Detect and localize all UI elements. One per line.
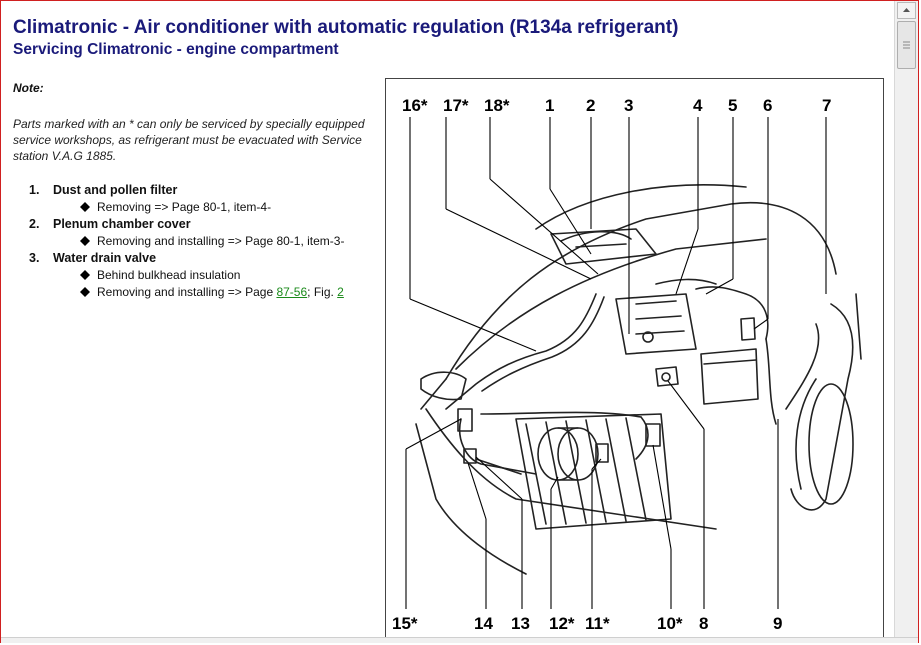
item-name: Plenum chamber cover — [53, 217, 191, 231]
diamond-bullet-icon — [80, 202, 90, 212]
diamond-bullet-icon — [80, 270, 90, 280]
engine-compartment-figure: 16* 17* 18* 1 2 3 4 5 6 7 15* 14 13 12* … — [385, 78, 884, 637]
diamond-bullet-icon — [80, 287, 90, 297]
callout-label: 3 — [624, 96, 634, 115]
callout-label: 5 — [728, 96, 738, 115]
callout-label: 4 — [693, 96, 703, 115]
list-item: 1. Dust and pollen filter — [29, 182, 379, 199]
sub-item-text: Removing => Page 80-1, item-4- — [97, 200, 272, 214]
parts-list: 1. Dust and pollen filter Removing => Pag… — [29, 182, 379, 301]
sub-item: Removing and installing => Page 80-1, it… — [29, 233, 379, 250]
callout-label: 17* — [443, 96, 469, 115]
arrow-up-icon — [903, 8, 910, 12]
figure-link[interactable]: 2 — [337, 285, 344, 299]
callout-label: 2 — [586, 96, 596, 115]
callout-label: 7 — [822, 96, 832, 115]
callout-label: 11* — [585, 614, 610, 633]
item-name: Water drain valve — [53, 251, 157, 265]
callout-label: 15* — [392, 614, 418, 633]
list-item: 3. Water drain valve — [29, 250, 379, 267]
item-number: 1. — [29, 183, 40, 197]
sub-item-text: Removing and installing => Page 80-1, it… — [97, 234, 345, 248]
page-subtitle: Servicing Climatronic - engine compartme… — [13, 41, 339, 58]
sub-item-text: Removing and installing => Page — [97, 285, 277, 299]
vertical-scrollbar[interactable] — [894, 1, 918, 637]
item-name: Dust and pollen filter — [53, 183, 178, 197]
sub-item: Behind bulkhead insulation — [29, 267, 379, 284]
grip-icon — [903, 41, 910, 49]
sub-item-text-mid: ; Fig. — [307, 285, 338, 299]
note-label: Note: — [13, 81, 44, 95]
page-link[interactable]: 87-56 — [276, 285, 308, 299]
sub-item: Removing and installing => Page 87-56; F… — [29, 284, 379, 301]
callout-label: 6 — [763, 96, 773, 115]
callout-label: 13 — [511, 614, 530, 633]
diamond-bullet-icon — [80, 236, 90, 246]
note-text: Parts marked with an * can only be servi… — [13, 117, 365, 163]
item-number: 3. — [29, 251, 40, 265]
engine-compartment-drawing — [405, 117, 862, 609]
document-content: Climatronic - Air conditioner with autom… — [1, 1, 894, 637]
scroll-up-button[interactable] — [897, 2, 916, 19]
sub-item: Removing => Page 80-1, item-4- — [29, 199, 379, 216]
callout-label: 8 — [699, 614, 709, 633]
callout-label: 18* — [484, 96, 510, 115]
horizontal-scrollbar[interactable] — [1, 637, 918, 643]
callout-label: 9 — [773, 614, 783, 633]
list-item: 2. Plenum chamber cover — [29, 216, 379, 233]
callout-label: 1 — [545, 96, 555, 115]
page-title: Climatronic - Air conditioner with autom… — [13, 17, 679, 38]
callout-label: 16* — [402, 96, 428, 115]
sub-item-text: Behind bulkhead insulation — [97, 268, 241, 282]
callout-label: 14 — [474, 614, 493, 633]
item-number: 2. — [29, 217, 40, 231]
callout-label: 10* — [657, 614, 683, 633]
callout-label: 12* — [549, 614, 575, 633]
scroll-thumb[interactable] — [897, 21, 916, 69]
